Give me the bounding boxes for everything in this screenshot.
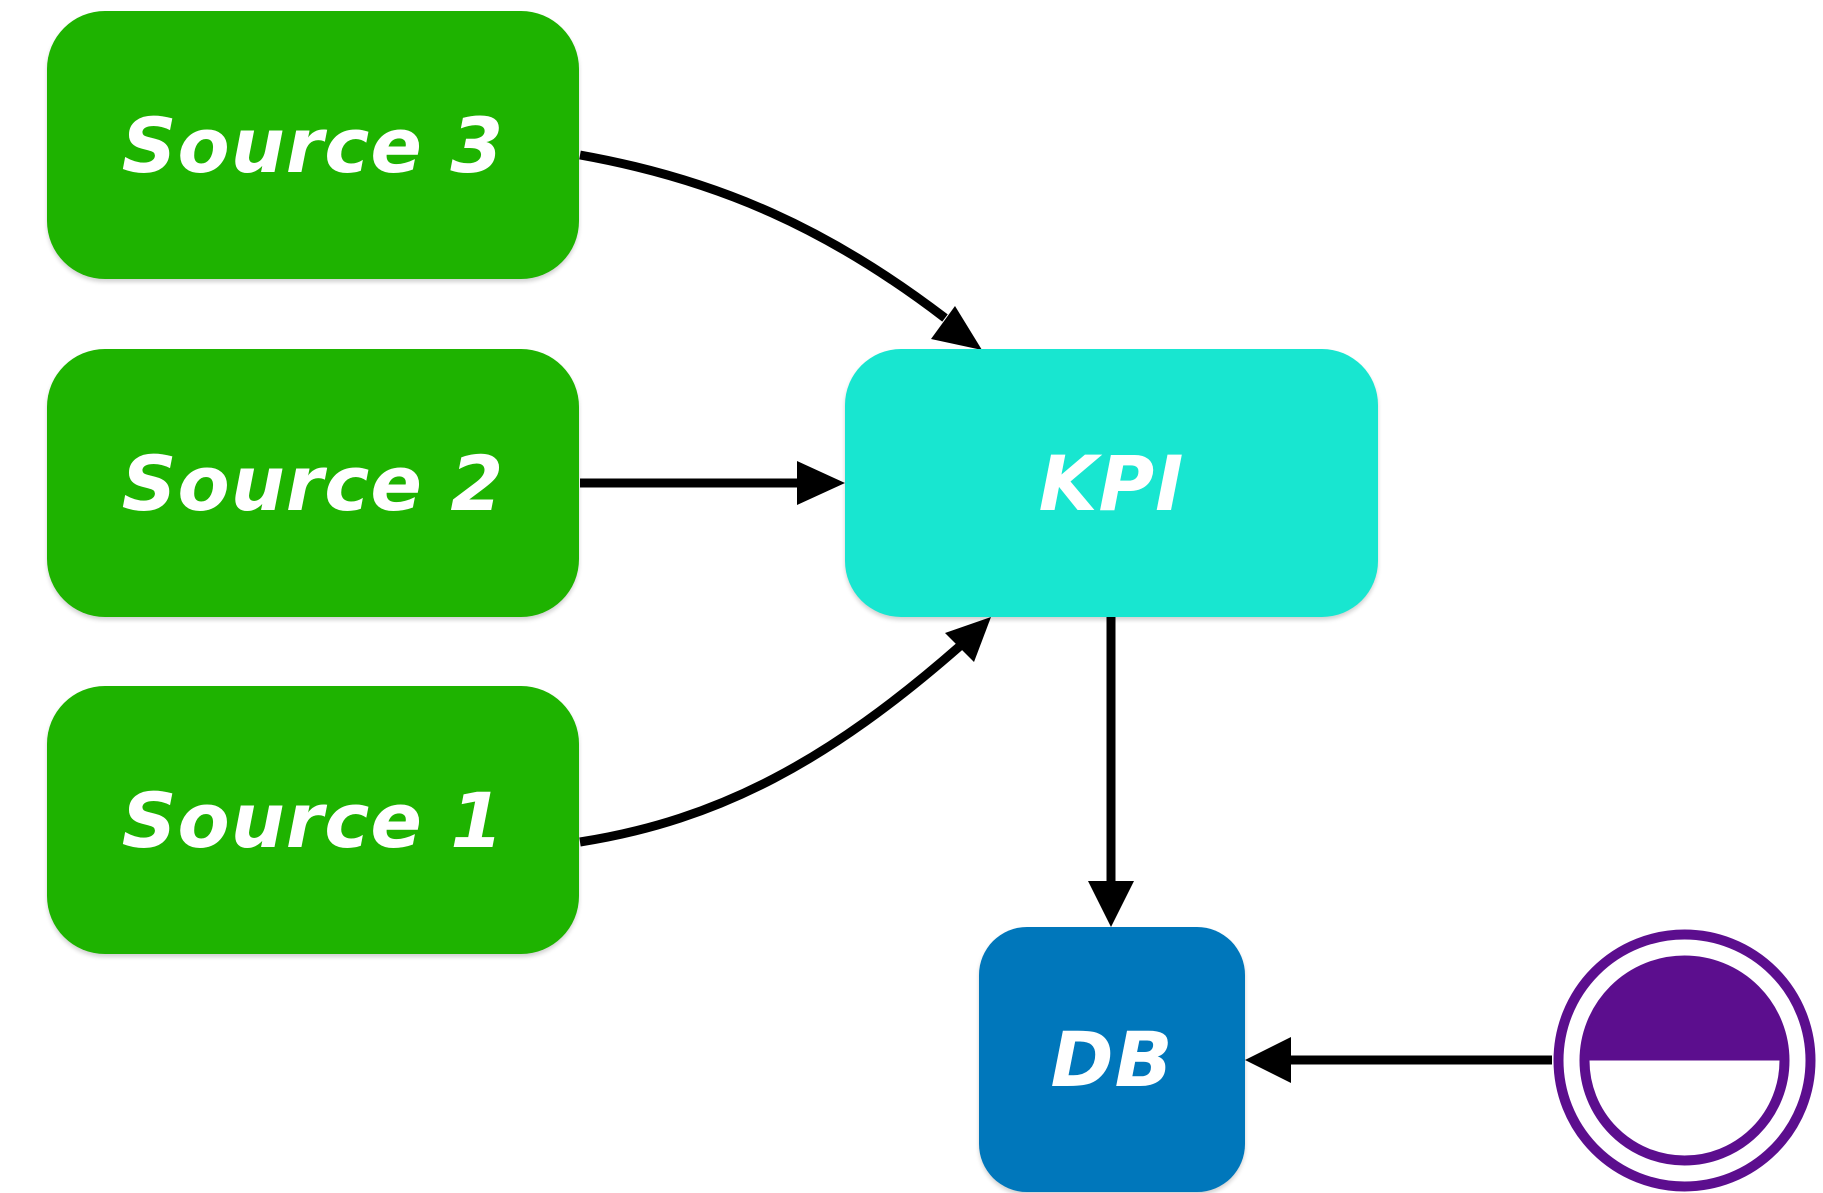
- stop-half-fill: [1584, 960, 1785, 1061]
- db-node[interactable]: DB: [979, 927, 1245, 1192]
- arrowhead-source3-kpi: [931, 306, 982, 350]
- source-2-label: Source 2: [121, 438, 505, 528]
- source-2-node[interactable]: Source 2: [47, 349, 579, 617]
- source-3-node[interactable]: Source 3: [47, 11, 579, 279]
- arrowhead-kpi-db: [1088, 881, 1134, 927]
- half-filled-circle-stop-icon[interactable]: [1552, 928, 1817, 1193]
- db-label: DB: [1050, 1015, 1174, 1104]
- edge-source3-kpi: [579, 150, 948, 322]
- kpi-label: KPI: [1038, 438, 1185, 528]
- source-1-node[interactable]: Source 1: [47, 686, 579, 954]
- kpi-node[interactable]: KPI: [845, 349, 1378, 617]
- arrowhead-external-db: [1245, 1037, 1291, 1083]
- arrowhead-source2-kpi: [797, 461, 845, 505]
- stop-outer-ring: [1553, 929, 1816, 1192]
- source-1-label: Source 1: [121, 775, 505, 865]
- source-3-label: Source 3: [121, 100, 505, 190]
- edge-source1-kpi: [579, 642, 963, 847]
- arrowhead-source1-kpi: [945, 617, 991, 662]
